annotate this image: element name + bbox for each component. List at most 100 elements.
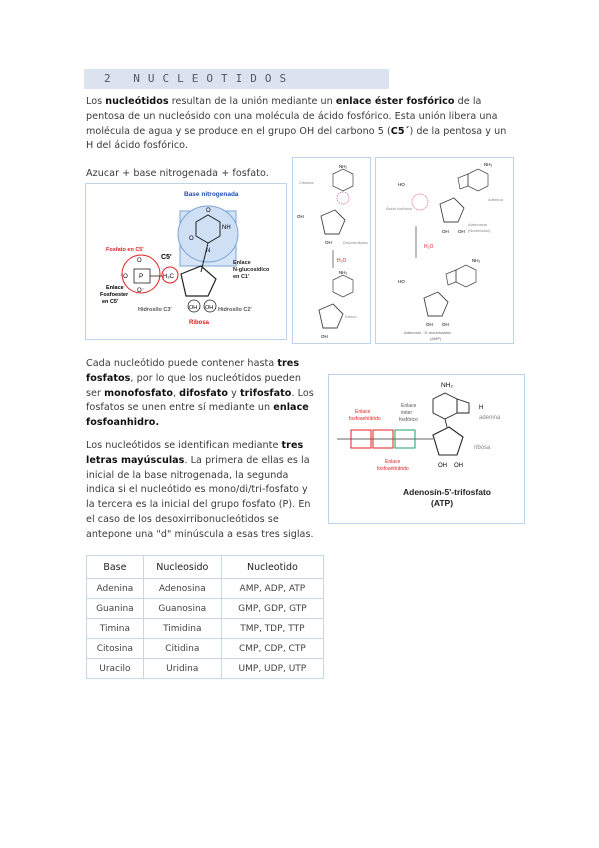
formula-line: Azucar + base nitrogenada + fosfato. xyxy=(86,168,269,179)
figure-nucleotide-structure: Base nitrogenada O NH O N Enlace N-gluco… xyxy=(85,183,287,340)
c5-circle xyxy=(161,266,179,284)
table-cell: Adenina xyxy=(86,578,144,599)
table-cell: Timidina xyxy=(142,618,222,639)
section-heading: 2 NUCLEOTIDOS xyxy=(104,72,295,85)
label-oh-3: OH xyxy=(189,305,197,311)
term-tres-letras: tres letras mayúsculas xyxy=(86,440,304,466)
label-amp-abbr: (AMP) xyxy=(430,336,442,341)
base-circle xyxy=(177,205,239,263)
label-acido-fosforico: Ácido fosfórico xyxy=(386,206,413,211)
label-oh-top-2: OH xyxy=(458,229,465,234)
label-p-o-bottom: O⁻ xyxy=(137,288,145,294)
label-enlace-fb-2: fosfoanhídrido xyxy=(377,466,409,472)
label-nh2-b: NH₂ xyxy=(339,270,347,275)
ribose-ring xyxy=(432,426,464,456)
label-oh-a: OH xyxy=(297,214,304,219)
label-hidroxilo-c3: Hidroxilo C3' xyxy=(138,307,172,313)
label-p: P xyxy=(139,273,143,280)
intro-paragraph: Los nucleótidos resultan de la unión med… xyxy=(86,95,511,154)
ribose-ring xyxy=(180,265,217,297)
label-o-top: O xyxy=(206,208,211,214)
table-cell: Citosina xyxy=(86,638,144,659)
label-p-o-minus: ⁻O xyxy=(120,274,128,280)
label-fosfato: Fosfato en C5' xyxy=(106,247,144,253)
label-water: H₂O xyxy=(337,258,347,264)
intro-text-2: resultan de la unión mediante un xyxy=(168,96,336,107)
header-base: Base xyxy=(86,555,144,579)
label-ribosa: Ribosa xyxy=(189,320,210,326)
label-enlace-f-2: Fosfoester xyxy=(100,292,129,298)
label-hidroxilo-c2: Hidroxilo C2' xyxy=(218,307,252,313)
label-n: N xyxy=(206,248,210,254)
figure-atp: NH₂ H adenina ribosa OH OH Enlace fosfoa… xyxy=(328,374,525,524)
label-nh2-bottom: NH₂ xyxy=(472,258,480,263)
label-h2c: H₂C xyxy=(163,274,175,280)
table-cell: Guanina xyxy=(86,598,144,619)
label-h: H xyxy=(479,405,483,411)
label-oh-c: OH xyxy=(321,334,328,339)
table-cell: GMP, GDP, GTP xyxy=(220,598,325,619)
table-row: Timina Timidina TMP, TDP, TTP xyxy=(86,618,325,639)
intro-text-1: Los xyxy=(86,96,106,107)
h-circle xyxy=(336,191,350,205)
table-row: Guanina Guanosina GMP, GDP, GTP xyxy=(86,598,325,619)
deoxyribose-ring-1 xyxy=(320,209,346,235)
adenine-ring-6 xyxy=(467,168,489,192)
label-water: H₂O xyxy=(424,244,434,250)
label-base: Base nitrogenada xyxy=(184,191,239,198)
label-enlace-ef-2: éster xyxy=(401,410,412,416)
table-cell: TMP, TDP, TTP xyxy=(220,618,325,639)
caption-atp-name: Adenosín-5'-trifosfato xyxy=(403,487,491,497)
nucleotide-diagram: Base nitrogenada O NH O N Enlace N-gluco… xyxy=(100,191,270,326)
table-row: Citosina Citidina CMP, CDP, CTP xyxy=(86,638,325,659)
label-enlace-n-1: Enlace xyxy=(233,260,251,266)
intro-text-4: ) de la pentosa y un H del ácido fosfóri… xyxy=(86,125,507,152)
table-header-row: Base Nucleosido Nucleotido xyxy=(86,555,325,579)
label-enlace-n-3: en C1' xyxy=(233,274,250,280)
desoxicitidina-diagram: NH₂ Citosina OH OH Desoxirribosa H₂O NH₂… xyxy=(297,164,368,339)
adenine-ring-5-b xyxy=(445,269,457,286)
intro-text-3: de la pentosa de un nucleósido con una m… xyxy=(86,96,498,137)
oh-dashed-circle xyxy=(411,193,429,211)
glycosidic-bond xyxy=(444,418,448,428)
label-citosina: Citosina xyxy=(299,180,314,185)
para2-text-4: y xyxy=(228,387,241,399)
para2-text-3: , xyxy=(172,387,180,399)
table-cell: AMP, ADP, ATP xyxy=(220,578,325,599)
label-o-left: O xyxy=(189,236,194,242)
term-difosfato: difosfato xyxy=(179,387,229,399)
ribose-ring-top xyxy=(439,197,465,223)
heading-band xyxy=(84,69,389,89)
table-cell: Timina xyxy=(86,618,144,639)
anhydride-box-2 xyxy=(372,429,394,449)
adenine-5-ring xyxy=(456,398,470,414)
oh-3-circle xyxy=(187,299,201,313)
table-cell: Guanosina xyxy=(142,598,222,619)
label-enlace-f-1: Enlace xyxy=(106,285,124,291)
label-nh2: NH₂ xyxy=(441,382,453,389)
label-adenina: adenina xyxy=(479,415,501,421)
label-nh: NH xyxy=(222,225,231,231)
term-enlace-fosfoanhidro: enlace fosfoanhidro. xyxy=(86,402,309,429)
label-adenina: Adenina xyxy=(488,197,503,202)
para2-text-2: , por lo que los nucleótidos pueden ser xyxy=(86,372,301,399)
ester-box xyxy=(394,429,416,449)
term-monofosfato: monofosfato xyxy=(104,387,173,399)
term-c5: C5´ xyxy=(390,125,410,137)
para3-text-2: . La primera de ellas es la inicial de l… xyxy=(86,454,314,540)
phosphate-circle xyxy=(121,254,161,294)
label-ho-b: HO xyxy=(398,279,405,284)
table-row: Uracilo Uridina UMP, UDP, UTP xyxy=(86,658,325,679)
term-tres-fosfatos: tres fosfatos xyxy=(86,358,300,384)
figure-desoxicitidina: NH₂ Citosina OH OH Desoxirribosa H₂O NH₂… xyxy=(292,157,371,344)
table-row: Adenina Adenosina AMP, ADP, ATP xyxy=(86,578,325,599)
label-adenosina: Adenosina xyxy=(468,222,488,227)
label-oh-1: OH xyxy=(438,463,447,469)
table-cell: Adenosina xyxy=(142,578,222,599)
table-cell: Citidina xyxy=(142,638,222,659)
table-cell: UMP, UDP, UTP xyxy=(220,658,325,679)
label-oh-top-1: OH xyxy=(442,229,449,234)
label-enlace-n-2: N-glucosídico xyxy=(233,267,270,273)
oh-2-circle xyxy=(203,299,217,313)
caption-atp-abbr: (ATP) xyxy=(431,498,453,508)
